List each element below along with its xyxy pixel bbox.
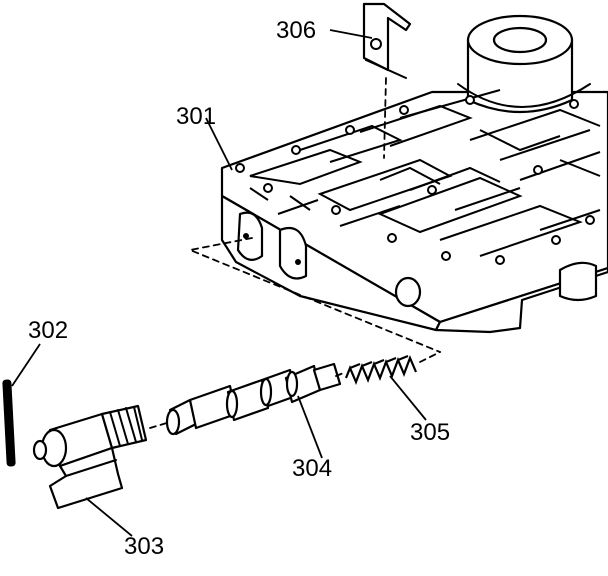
callout-304: 304 bbox=[292, 455, 332, 482]
callout-301: 301 bbox=[176, 103, 216, 130]
leader-lines bbox=[11, 29, 427, 537]
valve-body-drawing bbox=[189, 14, 608, 353]
callout-305: 305 bbox=[410, 419, 450, 446]
callout-302: 302 bbox=[28, 317, 68, 344]
valve-drawing bbox=[149, 362, 347, 436]
leader-301 bbox=[205, 117, 233, 171]
leader-304 bbox=[297, 395, 323, 459]
leader-303 bbox=[85, 497, 133, 537]
leader-306 bbox=[329, 29, 373, 39]
retainer-pin-drawing bbox=[2, 379, 16, 467]
spring-drawing bbox=[344, 351, 441, 385]
solenoid-drawing bbox=[32, 404, 148, 510]
callout-303: 303 bbox=[124, 533, 164, 560]
callout-306: 306 bbox=[276, 17, 316, 44]
clip-drawing bbox=[362, 2, 412, 159]
leader-302 bbox=[11, 343, 41, 387]
leader-305 bbox=[389, 375, 427, 421]
